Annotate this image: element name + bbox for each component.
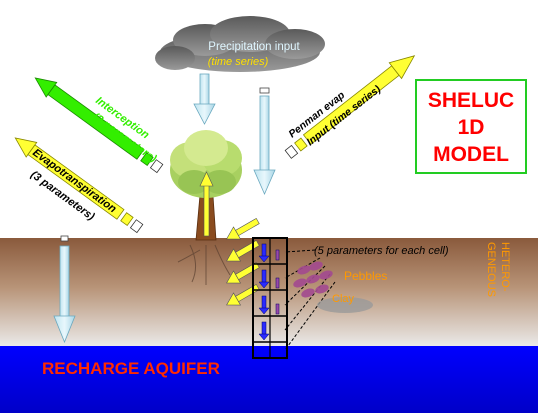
pebbles-cluster bbox=[293, 261, 333, 298]
drainage-arrow-left bbox=[53, 235, 76, 344]
hetero-label-line1: HETERO- bbox=[499, 242, 511, 292]
precipitation-arrow-right bbox=[253, 87, 276, 195]
cloud-shape bbox=[155, 16, 325, 72]
model-title-line2: 1D bbox=[458, 116, 485, 139]
recharge-aquifer-label: RECHARGE AQUIFER bbox=[42, 359, 220, 378]
precipitation-arrow-left bbox=[193, 73, 216, 125]
model-title-line3: MODEL bbox=[433, 143, 509, 166]
uptake-arrow bbox=[199, 171, 214, 237]
model-box bbox=[415, 79, 527, 174]
column-flow-arrows bbox=[258, 243, 280, 341]
hetero-label-line2: GENEOUS bbox=[485, 242, 497, 297]
cloud-label-line2: (time series) bbox=[208, 56, 269, 68]
aquifer-layer bbox=[0, 346, 538, 413]
pebbles-label: Pebbles bbox=[344, 269, 387, 283]
cloud-label-line1: Precipitation input bbox=[208, 41, 300, 53]
evapotranspiration-arrow bbox=[14, 137, 144, 234]
clay-lens bbox=[317, 297, 373, 313]
soil-column bbox=[252, 237, 288, 359]
cells-note: (5 parameters for each cell) bbox=[314, 245, 449, 257]
clay-label: Clay bbox=[332, 293, 355, 305]
model-title-line1: SHELUC bbox=[428, 89, 514, 112]
penman-evap-arrow bbox=[284, 55, 416, 159]
interception-arrow bbox=[34, 77, 164, 174]
soil-layer bbox=[0, 238, 538, 348]
